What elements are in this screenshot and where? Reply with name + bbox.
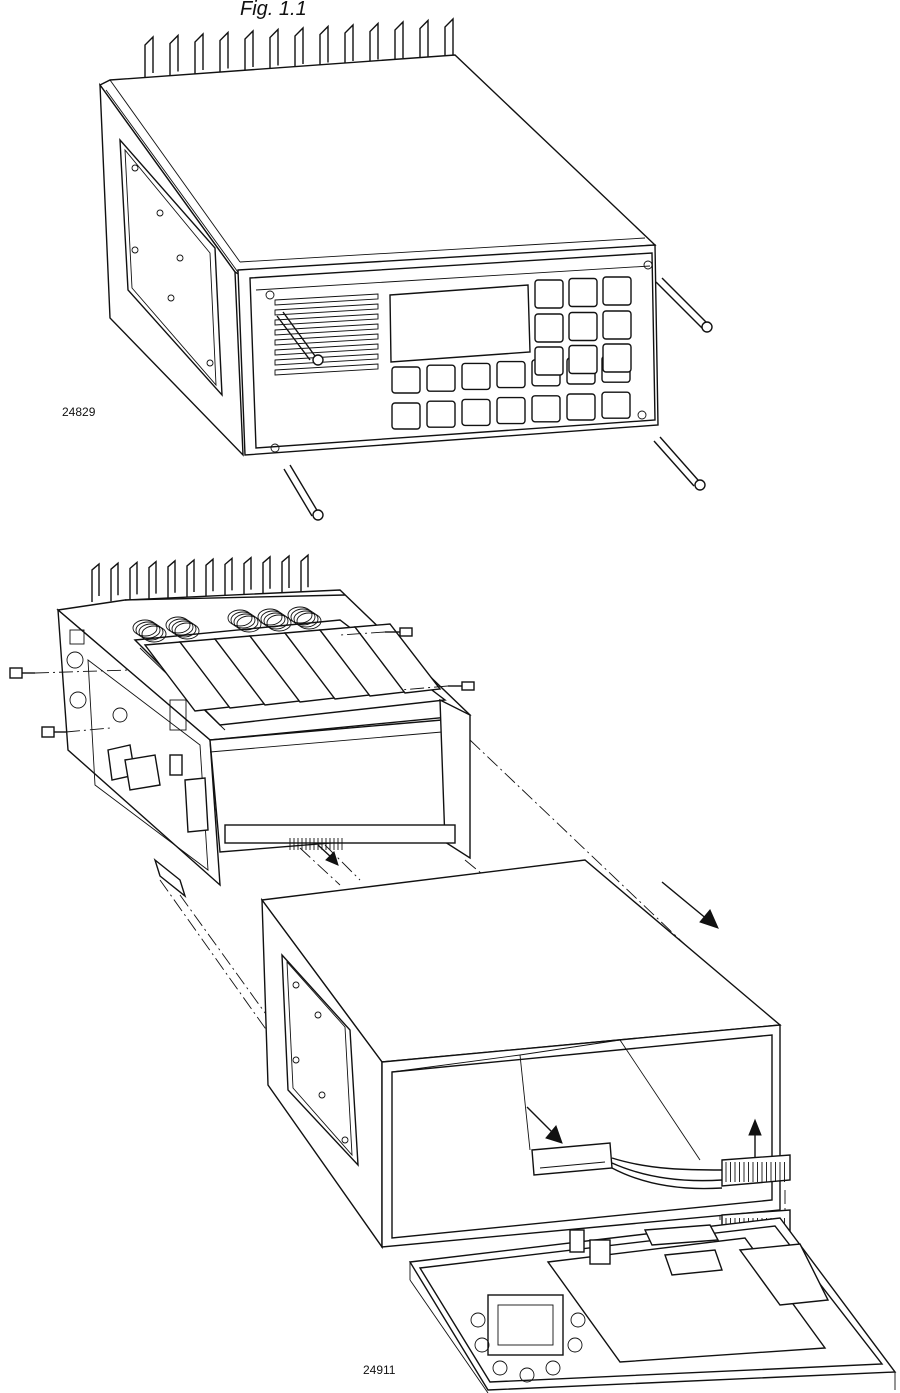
keypad-key: [569, 279, 597, 307]
heat-sink-fin: [195, 34, 203, 77]
keypad-key: [603, 277, 631, 305]
keypad-key: [569, 346, 597, 374]
heat-sink-fin: [145, 37, 153, 80]
exploded-view-illustration: [10, 555, 895, 1393]
heat-sink-fin: [320, 27, 328, 70]
heat-sink-fin: [263, 557, 270, 595]
keypad-key: [567, 394, 595, 420]
keypad-key: [535, 347, 563, 375]
heat-sink-fin: [168, 561, 175, 599]
heat-sink-fin: [244, 558, 251, 596]
heat-sink-fin: [245, 31, 253, 74]
front-panel-opened: [410, 1218, 895, 1393]
keypad-key: [569, 313, 597, 341]
speaker-outline: [488, 1295, 563, 1355]
keypad-key: [603, 344, 631, 372]
keypad-key: [392, 367, 420, 393]
keypad-key: [462, 363, 490, 389]
keypad-key: [427, 401, 455, 427]
heat-sink-fin: [149, 562, 156, 600]
keypad-key: [532, 396, 560, 422]
keypad-key: [535, 280, 563, 308]
heat-sink-fin: [206, 559, 213, 597]
heat-sink-fin: [130, 562, 137, 600]
heat-sink-fin: [282, 556, 289, 594]
heat-sink-fin: [225, 558, 232, 596]
heat-sink-fin: [270, 30, 278, 73]
heat-sink-fin: [295, 28, 303, 71]
display-window: [390, 285, 530, 362]
heat-sink-fin: [111, 563, 118, 601]
heat-sink-fin: [170, 36, 178, 79]
keypad-key: [392, 403, 420, 429]
keypad-key: [427, 365, 455, 391]
keypad-key: [462, 399, 490, 425]
keypad-key: [603, 311, 631, 339]
heat-sink-fin: [301, 555, 308, 593]
heat-sink-fin: [187, 560, 194, 598]
heat-sink-fin: [220, 33, 228, 76]
keypad-key: [602, 392, 630, 418]
keypad-key: [497, 398, 525, 424]
heat-sink-fin: [345, 25, 353, 68]
keypad-key: [535, 314, 563, 342]
assembled-unit-illustration: [100, 19, 712, 520]
heat-sink-fin: [92, 564, 99, 602]
keypad-key: [497, 362, 525, 388]
